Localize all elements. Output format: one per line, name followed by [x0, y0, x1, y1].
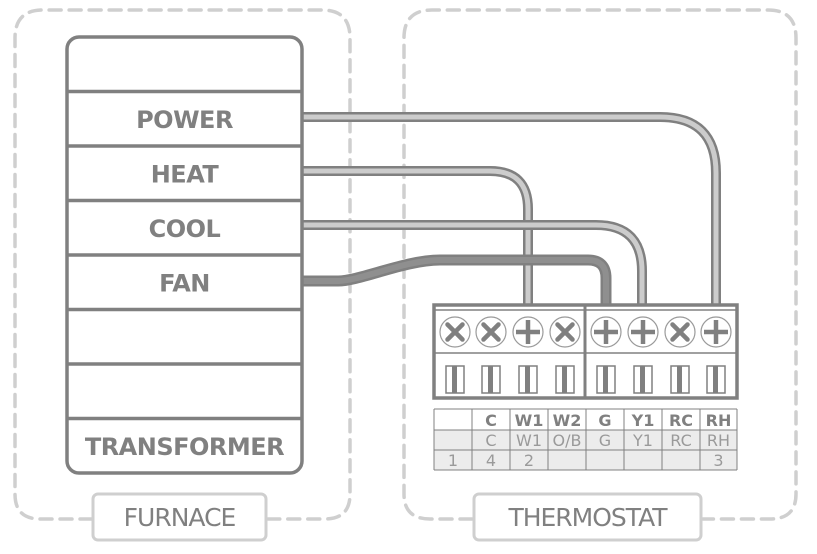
table-cell: G — [599, 431, 611, 450]
table-cell: W1 — [516, 431, 542, 450]
terminal-screw-W1[interactable] — [512, 316, 544, 348]
terminal-block — [432, 303, 739, 400]
terminal-clamp — [706, 365, 726, 394]
terminal-screw-RH[interactable] — [700, 316, 732, 348]
wire-power-rh — [302, 112, 721, 304]
furnace-row-cool: COOL — [149, 215, 221, 243]
table-header-cell: W2 — [553, 411, 582, 430]
table-header-cell: RH — [706, 411, 732, 430]
furnace-row-heat: HEAT — [151, 160, 220, 188]
table-header-cell: Y1 — [631, 411, 655, 430]
terminal-clamp — [670, 365, 690, 394]
plus-icon — [704, 320, 728, 344]
wires — [302, 112, 721, 304]
terminal-screw-[interactable] — [439, 316, 471, 348]
plus-icon — [594, 320, 618, 344]
furnace-row-transformer: TRANSFORMER — [85, 433, 284, 461]
furnace-panel: POWER HEAT COOL FAN TRANSFORMER — [65, 35, 304, 475]
table-cell: O/B — [553, 431, 582, 450]
furnace-label-box: FURNACE — [91, 492, 268, 542]
table-header-cell: G — [598, 411, 611, 430]
thermostat-group-outline — [402, 8, 798, 521]
thermostat-label: THERMOSTAT — [507, 503, 668, 532]
table-cell: 1 — [448, 451, 458, 470]
table-cell: 4 — [486, 451, 496, 470]
terminal-screw-Y1[interactable] — [627, 316, 659, 348]
furnace-group-outline — [13, 8, 352, 521]
x-icon — [555, 322, 575, 342]
furnace-row-power: POWER — [136, 106, 233, 134]
terminal-clamp — [518, 365, 538, 394]
wire-heat-w1 — [302, 166, 533, 304]
table-header-cell: W1 — [515, 411, 544, 430]
table-cell: RH — [707, 431, 730, 450]
terminal-clamp — [445, 365, 465, 394]
terminal-screw-G[interactable] — [590, 316, 622, 348]
thermostat-label-box: THERMOSTAT — [472, 492, 703, 542]
terminal-screw-RC[interactable] — [664, 316, 696, 348]
furnace-label: FURNACE — [124, 503, 236, 532]
table-header-cell: RC — [669, 411, 693, 430]
furnace-row-fan: FAN — [159, 269, 210, 297]
terminal-screw-W2[interactable] — [549, 316, 581, 348]
plus-icon — [516, 320, 540, 344]
table-cell: RC — [670, 431, 692, 450]
terminal-clamp — [596, 365, 616, 394]
table-cell: 3 — [713, 451, 723, 470]
x-icon — [481, 322, 501, 342]
terminal-clamp — [633, 365, 653, 394]
x-icon — [445, 322, 465, 342]
terminal-clamp — [555, 365, 575, 394]
table-cell: 2 — [524, 451, 534, 470]
terminal-screw-C[interactable] — [475, 316, 507, 348]
wire-fan-g — [302, 254, 612, 304]
table-cell: C — [485, 431, 496, 450]
wire-cool-y1 — [302, 220, 647, 304]
table-header-cell: C — [485, 411, 497, 430]
table-cell: Y1 — [632, 431, 653, 450]
terminal-clamp — [481, 365, 501, 394]
plus-icon — [631, 320, 655, 344]
x-icon — [670, 322, 690, 342]
